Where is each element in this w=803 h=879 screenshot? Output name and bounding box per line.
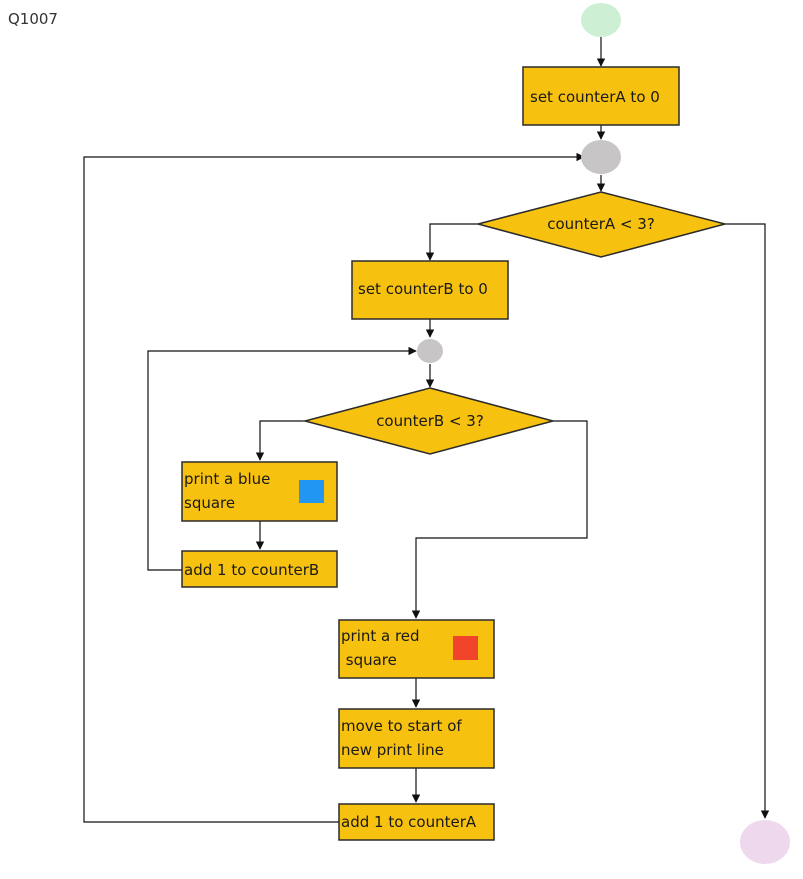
start-node (581, 3, 621, 37)
connectors (83, 37, 770, 823)
arrow-cond-a-false (725, 223, 770, 819)
arrow-cond-a-true (425, 223, 478, 261)
arrow-loop-a (83, 152, 585, 823)
set-counter-b-box: set counterB to 0 (351, 260, 509, 320)
counter-b-condition: counterB < 3? (302, 387, 556, 455)
counter-a-condition-label: counterA < 3? (547, 215, 655, 233)
red-square-icon (453, 636, 478, 660)
blue-square-icon (299, 480, 324, 503)
print-red-box: print a red square (338, 619, 495, 679)
arrow-cond-b-false (411, 420, 588, 619)
loop-join-b (417, 339, 443, 363)
print-blue-label-line2: square (184, 494, 235, 512)
add-counter-a-box: add 1 to counterA (338, 803, 495, 841)
move-label-line2: new print line (341, 741, 444, 759)
loop-join-a (581, 140, 621, 174)
print-blue-label-line1: print a blue (184, 470, 270, 488)
add-counter-b-label: add 1 to counterB (184, 561, 319, 579)
print-red-label-line1: print a red (341, 627, 420, 645)
move-to-new-line-box: move to start of new print line (338, 708, 495, 769)
move-label-line1: move to start of (341, 717, 462, 735)
end-node (740, 820, 790, 864)
set-counter-b-label: set counterB to 0 (358, 280, 488, 298)
print-red-label-line2: square (341, 651, 397, 669)
set-counter-a-label: set counterA to 0 (530, 88, 660, 106)
print-blue-box: print a blue square (181, 461, 338, 522)
question-id: Q1007 (8, 10, 58, 28)
counter-a-condition: counterA < 3? (475, 191, 728, 258)
set-counter-a-box: set counterA to 0 (522, 66, 680, 126)
arrow-loop-b (147, 346, 417, 571)
add-counter-b-box: add 1 to counterB (181, 550, 338, 588)
arrow-cond-b-true (255, 420, 305, 461)
counter-b-condition-label: counterB < 3? (376, 412, 484, 430)
add-counter-a-label: add 1 to counterA (341, 813, 477, 831)
